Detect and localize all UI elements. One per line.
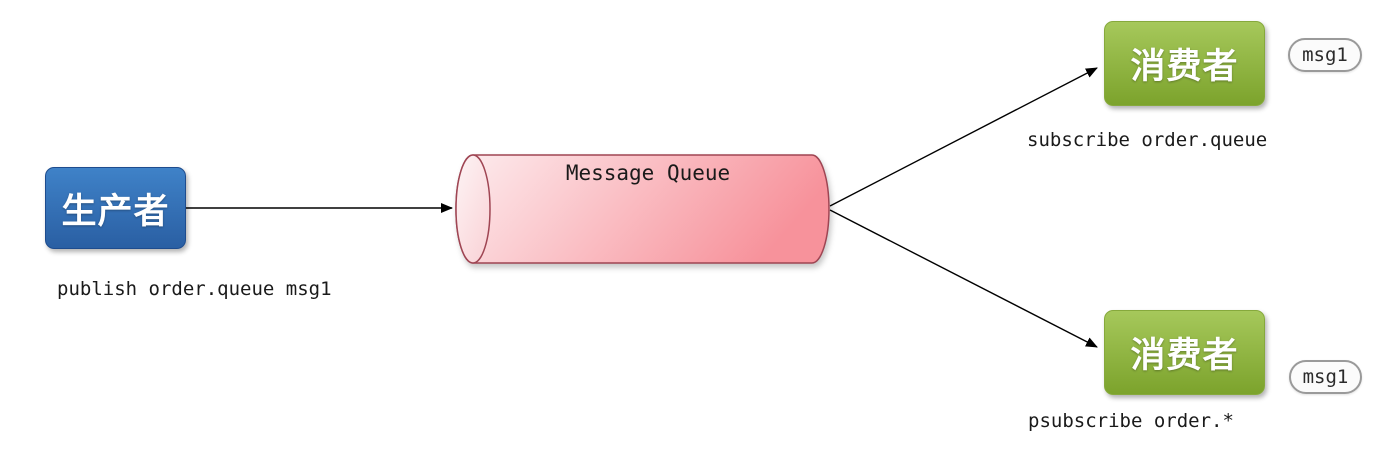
consumer-node-1: 消费者 (1104, 21, 1265, 106)
queue-title: Message Queue (565, 161, 731, 185)
psubscribe-command-label: psubscribe order.* (1028, 410, 1234, 432)
msg-badge-2-label: msg1 (1302, 366, 1349, 388)
cylinder-left-cap (455, 154, 491, 264)
msg-badge-2: msg1 (1289, 360, 1362, 394)
msg-badge-1-label: msg1 (1302, 44, 1348, 66)
subscribe-command-label: subscribe order.queue (1027, 129, 1268, 151)
producer-label: 生产者 (61, 191, 170, 231)
consumer-1-label: 消费者 (1130, 47, 1239, 86)
msg-badge-1: msg1 (1288, 38, 1362, 72)
arrow-queue-to-consumer-1 (829, 67, 1098, 207)
arrow-queue-to-consumer-2 (829, 209, 1098, 348)
publish-command-label: publish order.queue msg1 (57, 278, 332, 300)
consumer-2-label: 消费者 (1130, 336, 1239, 375)
message-queue-cylinder (455, 154, 830, 264)
producer-node: 生产者 (45, 167, 186, 249)
consumer-node-2: 消费者 (1104, 310, 1265, 395)
